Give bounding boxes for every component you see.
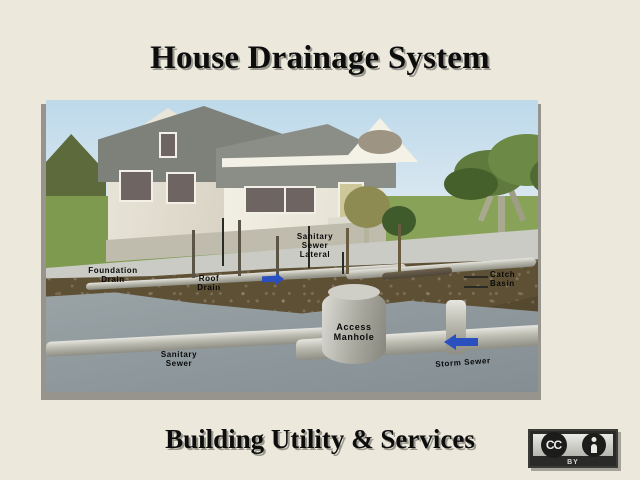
page-title: House Drainage System	[150, 40, 490, 76]
window-left-1	[119, 170, 153, 202]
flow-arrow-storm-head	[444, 334, 456, 350]
access-manhole-cover	[328, 284, 380, 300]
license-badge[interactable]: CC BY	[528, 429, 618, 468]
tree-small-trunk	[364, 224, 369, 258]
leader-catch-basin-1	[464, 276, 488, 278]
leader-roof-drain	[308, 226, 310, 268]
flow-arrow-storm-body	[456, 338, 478, 346]
label-catch-basin: Catch Basin	[490, 270, 516, 288]
cleanout-riser-1	[276, 236, 279, 280]
tree-large-canopy	[444, 128, 538, 218]
label-sanitary-sewer-lateral: Sanitary Sewer Lateral	[296, 232, 334, 259]
leader-catch-basin-2	[464, 286, 488, 288]
leader-foundation-drain	[222, 218, 224, 266]
cleanout-riser-3	[398, 224, 401, 274]
cleanout-riser-2	[346, 228, 349, 274]
label-foundation-drain: Foundation Drain	[88, 266, 138, 284]
cc-icon: CC	[540, 432, 567, 458]
window-front-1	[244, 186, 286, 214]
label-access-manhole: Access Manhole	[333, 322, 375, 342]
downspout-roof-drain	[238, 220, 241, 276]
license-badge-by-label: BY	[567, 459, 579, 466]
downspout-foundation	[192, 230, 195, 278]
leader-sanitary-lateral	[342, 252, 344, 274]
flow-arrow-lateral-head	[276, 273, 284, 285]
house-drainage-illustration: Foundation Drain Roof Drain Sanitary Sew…	[46, 100, 538, 392]
label-sanitary-sewer: Sanitary Sewer	[160, 350, 198, 368]
page-subtitle: Building Utility & Services	[165, 424, 475, 454]
license-badge-inner: CC	[533, 432, 613, 458]
window-left-2	[166, 172, 196, 204]
tree-large-trunk	[498, 196, 505, 242]
window-attic	[159, 132, 177, 158]
pediment-oval	[358, 130, 402, 154]
attribution-person-icon	[581, 433, 606, 457]
access-manhole-body	[322, 290, 386, 364]
label-roof-drain: Roof Drain	[197, 274, 221, 292]
window-front-2	[284, 186, 316, 214]
